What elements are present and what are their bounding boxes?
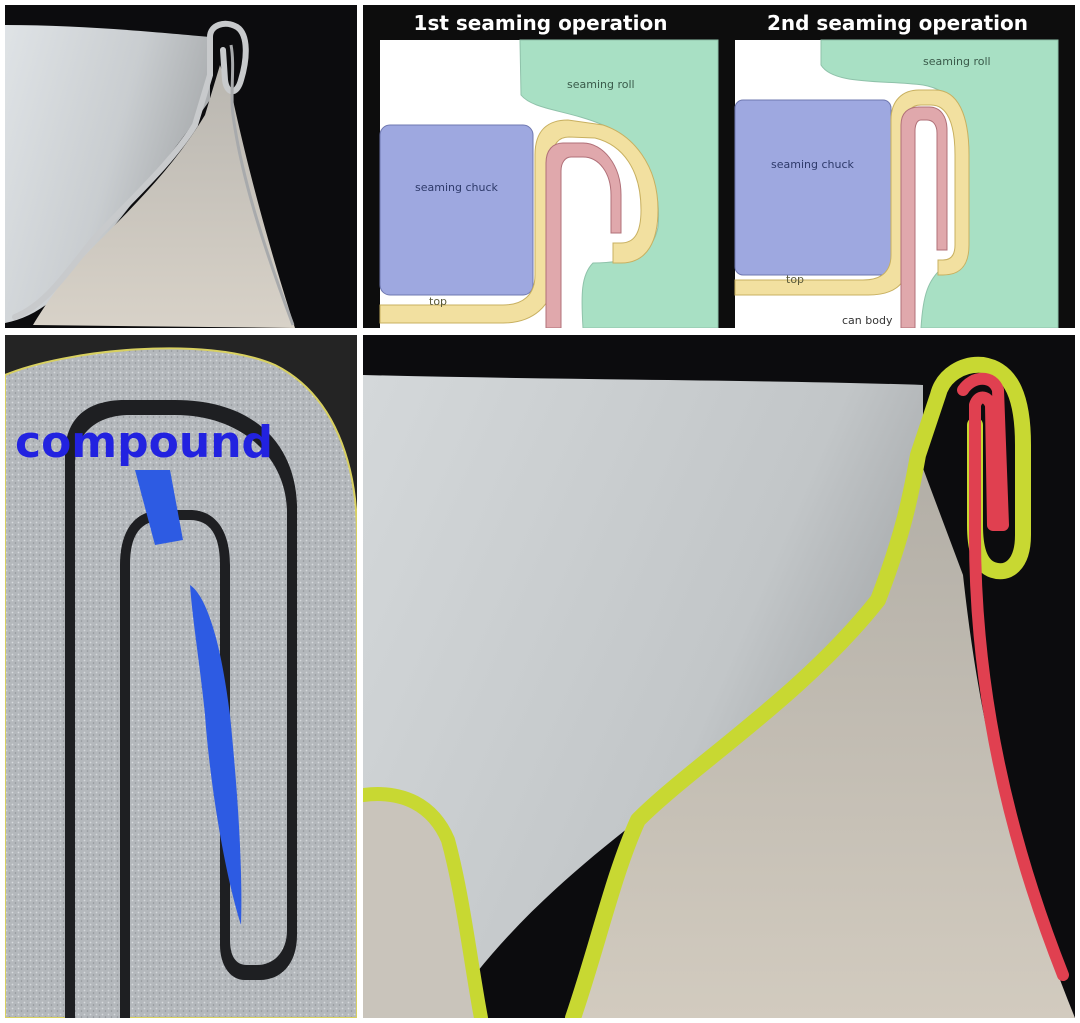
op2-seaming-chuck-label: seaming chuck xyxy=(771,158,854,171)
seam-cross-section-photo xyxy=(5,5,357,328)
highlighted-drawing xyxy=(363,335,1075,1018)
op1-seaming-roll-shape xyxy=(519,39,719,328)
body-highlight xyxy=(957,372,1069,981)
op2-seaming-chuck-shape xyxy=(734,99,892,276)
end-highlight-left xyxy=(363,787,488,1018)
op1-seaming-chuck-label: seaming chuck xyxy=(415,181,498,194)
op2-can-body-label: can body xyxy=(842,314,893,327)
end-highlight-seam xyxy=(565,356,1031,1018)
seam-photo-drawing xyxy=(5,5,357,328)
highlighted-seam-photo xyxy=(363,335,1075,1018)
op1-title: 1st seaming operation xyxy=(413,11,668,35)
op1-can-body-shape xyxy=(545,142,622,328)
op1-diagram xyxy=(379,39,719,328)
op1-top-label: top xyxy=(429,295,448,308)
op1-seaming-chuck-shape xyxy=(379,124,534,296)
macro-drawing xyxy=(5,335,357,1018)
op1-seaming-roll-label: seaming roll xyxy=(567,78,635,91)
diagram-drawing xyxy=(363,5,1075,328)
seaming-operations-diagrams: 1st seaming operation 2nd seaming operat… xyxy=(363,5,1075,328)
compound-label: compound xyxy=(15,417,274,468)
op2-title: 2nd seaming operation xyxy=(767,11,1028,35)
compound-lower xyxy=(190,585,242,925)
seam-macro-photo: compound xyxy=(5,335,357,1018)
compound-upper xyxy=(135,470,183,545)
op2-top-label: top xyxy=(786,273,805,286)
op2-diagram xyxy=(734,39,1059,328)
op2-can-body-shape xyxy=(900,106,948,328)
op2-seaming-roll-label: seaming roll xyxy=(923,55,991,68)
